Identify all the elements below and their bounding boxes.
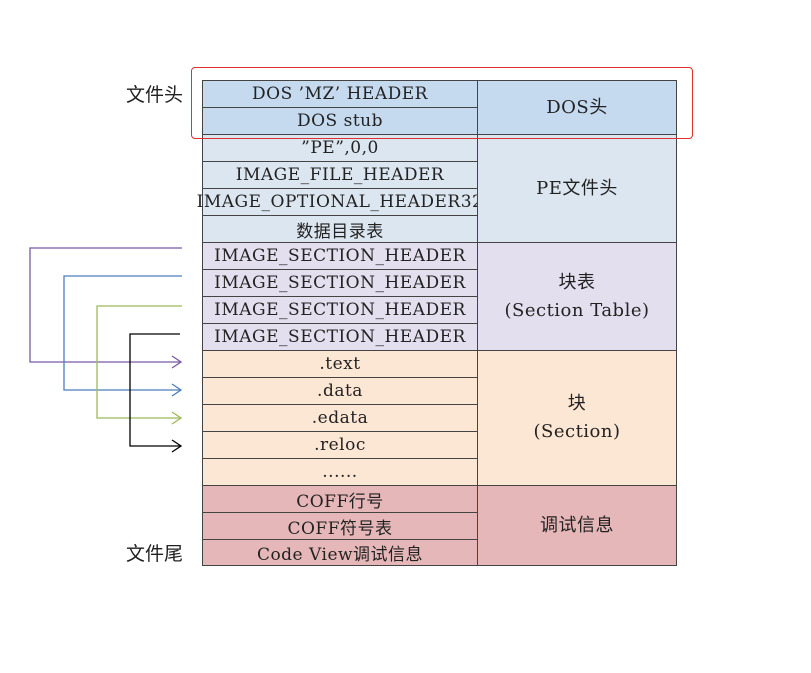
arrow-data-section-head bbox=[171, 383, 183, 397]
section-table-group-sublabel: (Section Table) bbox=[504, 299, 650, 321]
section-group-label: 块 bbox=[567, 393, 587, 414]
arrow-text-section-head bbox=[171, 355, 183, 369]
section-group: 块 (Section) bbox=[477, 350, 677, 486]
file-tail-label: 文件尾 bbox=[126, 543, 184, 565]
dos-mz-header-row: DOS ’MZ’ HEADER bbox=[202, 80, 478, 108]
section-header-row-2: IMAGE_SECTION_HEADER bbox=[202, 269, 478, 297]
arrow-edata-section-head bbox=[171, 411, 183, 425]
file-header-highlight bbox=[191, 67, 693, 139]
data-directory-row: 数据目录表 bbox=[202, 215, 478, 243]
section-header-row-1: IMAGE_SECTION_HEADER bbox=[202, 242, 478, 270]
file-head-label: 文件头 bbox=[126, 84, 184, 106]
arrow-reloc-section bbox=[129, 333, 180, 447]
arrow-edata-section bbox=[96, 305, 182, 419]
image-file-header-row: IMAGE_FILE_HEADER bbox=[202, 161, 478, 189]
code-view-row: Code View调试信息 bbox=[202, 539, 478, 566]
section-group-sublabel: (Section) bbox=[533, 421, 621, 442]
dos-header-group: DOS头 bbox=[477, 80, 677, 135]
arrow-data-section bbox=[63, 275, 182, 391]
pe-header-group-label: PE文件头 bbox=[536, 177, 618, 199]
dos-header-group-label: DOS头 bbox=[546, 96, 608, 118]
pe-header-group: PE文件头 bbox=[477, 134, 677, 243]
data-section-row: .data bbox=[202, 377, 478, 405]
coff-line-row: COFF行号 bbox=[202, 485, 478, 513]
section-table-group: 块表 (Section Table) bbox=[477, 242, 677, 351]
dos-stub-row: DOS stub bbox=[202, 107, 478, 135]
debug-info-group-label: 调试信息 bbox=[540, 514, 614, 536]
section-table-group-label: 块表 bbox=[558, 271, 596, 293]
reloc-section-row: .reloc bbox=[202, 431, 478, 459]
debug-info-group: 调试信息 bbox=[477, 485, 677, 566]
more-sections-row: ...... bbox=[202, 458, 478, 486]
arrow-text-section bbox=[29, 247, 182, 363]
arrow-reloc-section-head bbox=[171, 439, 183, 453]
image-optional-header32-row: IMAGE_OPTIONAL_HEADER32 bbox=[197, 188, 483, 216]
text-section-row: .text bbox=[202, 350, 478, 378]
section-header-row-3: IMAGE_SECTION_HEADER bbox=[202, 296, 478, 324]
